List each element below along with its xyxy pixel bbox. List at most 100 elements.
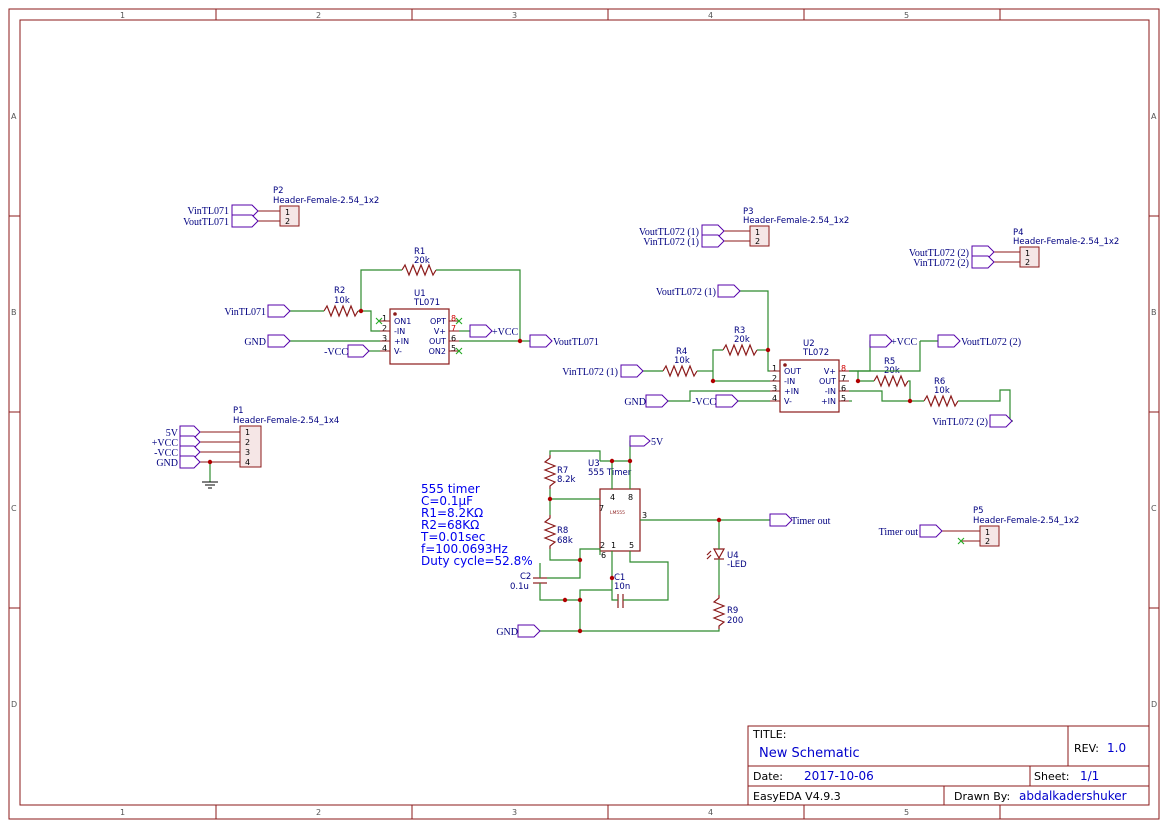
- net-port: [179, 455, 201, 469]
- net-port: [971, 255, 995, 269]
- net-label: -VCC: [324, 347, 348, 358]
- resistor-r2[interactable]: R2 10k: [323, 286, 359, 318]
- net-label: Timer out: [791, 516, 831, 527]
- net-label: VoutTL072 (1): [639, 227, 699, 238]
- u1-pin-num: 8: [451, 314, 456, 323]
- u1-pin-num: 3: [382, 334, 387, 343]
- tool-version: EasyEDA V4.9.3: [753, 790, 841, 803]
- timer-u3[interactable]: U3 555 Timer 4 8 7 6 3 2 1 5 LM555: [588, 459, 647, 560]
- u2-pin-num: 1: [772, 364, 777, 373]
- p1-pin: 4: [245, 458, 250, 467]
- net-label: GND: [496, 627, 518, 638]
- note-line: f=100.0693Hz: [421, 542, 508, 556]
- net-label: VinTL072 (1): [562, 367, 618, 378]
- u1-pin-num: 5: [451, 344, 456, 353]
- p3-pin: 2: [755, 237, 760, 246]
- opamp-u2[interactable]: U2 TL072 OUT -IN +IN V- V+ OUT -IN +IN 1…: [770, 339, 849, 413]
- header-p3[interactable]: P3 Header-Female-2.54_1x2 1 2 VoutTL072 …: [639, 207, 849, 248]
- u1-pin-label: +IN: [394, 337, 409, 346]
- net-label: VinTL072 (1): [643, 237, 699, 248]
- row-label: A: [1151, 112, 1157, 121]
- column-label: 5: [904, 808, 909, 817]
- resistor-r7[interactable]: R7 8.2k: [543, 455, 576, 489]
- u2-pin-label: +IN: [821, 397, 836, 406]
- u2-pin-num: 5: [841, 394, 846, 403]
- note-line: 555 timer: [421, 482, 480, 496]
- u2-pin-num: 4: [772, 394, 777, 403]
- resistor-r6[interactable]: R6 10k: [923, 377, 959, 408]
- opamp-u1[interactable]: U1 TL071 ON1 -IN +IN V- OPT V+ OUT ON2 1…: [375, 289, 463, 365]
- note-line: C=0.1µF: [421, 494, 473, 508]
- net-label: VoutTL072 (2): [961, 337, 1021, 348]
- net-label: VinTL072 (2): [932, 417, 988, 428]
- header-p5[interactable]: P5 Header-Female-2.54_1x2 1 2 Timer out: [879, 506, 1080, 547]
- r2-ref: R2: [334, 286, 345, 296]
- drawn-by-label: Drawn By:: [954, 790, 1010, 803]
- sheet-value: 1/1: [1080, 769, 1099, 783]
- net-port: [701, 234, 725, 248]
- u3-pin-num: 2: [600, 541, 605, 550]
- p4-value: Header-Female-2.54_1x2: [1013, 237, 1119, 247]
- p1-pin: 1: [245, 428, 250, 437]
- u3-pin-num: 6: [601, 551, 606, 560]
- net-label: +VCC: [891, 337, 918, 348]
- net-label: VoutTL072 (1): [656, 287, 716, 298]
- column-labels-bottom: 1 2 3 4 5: [120, 808, 909, 817]
- u2-pin-label: OUT: [784, 367, 801, 376]
- p1-ref: P1: [233, 406, 244, 416]
- title-block: TITLE: New Schematic REV: 1.0 Date: 2017…: [747, 725, 1150, 806]
- net-label: VinTL072 (2): [913, 258, 969, 269]
- resistor-r8[interactable]: R8 68k: [543, 515, 573, 549]
- c2-value: 0.1u: [510, 582, 529, 592]
- r8-value: 68k: [557, 536, 573, 546]
- column-label: 4: [708, 11, 713, 20]
- resistor-r1[interactable]: R1 20k: [401, 247, 437, 277]
- u1-pin-label: OPT: [430, 317, 446, 326]
- capacitor-c1[interactable]: C1 10n: [614, 573, 630, 608]
- net-port: [231, 214, 259, 228]
- r8-ref: R8: [557, 526, 568, 536]
- row-label: C: [1151, 504, 1157, 513]
- u2-ref: U2: [803, 339, 815, 349]
- net-label: VoutTL071: [553, 337, 599, 348]
- resistor-r9[interactable]: R9 200: [712, 595, 743, 629]
- resistor-r3[interactable]: R3 20k: [722, 326, 758, 357]
- sheet-label: Sheet:: [1034, 770, 1070, 783]
- net-port: [919, 524, 943, 538]
- u1-pin-num: 2: [382, 324, 387, 333]
- sheet-frame: [8, 8, 1160, 820]
- timer-net-ports: 5V Timer out GND: [496, 435, 831, 638]
- header-p4[interactable]: P4 Header-Female-2.54_1x2 1 2 VoutTL072 …: [909, 228, 1119, 269]
- u1-pin-num: 7: [451, 324, 456, 333]
- p1-pin: 3: [245, 448, 250, 457]
- resistor-r4[interactable]: R4 10k: [662, 347, 698, 378]
- r2-value: 10k: [334, 296, 350, 306]
- c1-ref: C1: [614, 573, 625, 583]
- rev-label: REV:: [1074, 742, 1099, 755]
- p5-value: Header-Female-2.54_1x2: [973, 516, 1079, 526]
- p3-pin: 1: [755, 228, 760, 237]
- header-p1[interactable]: P1 Header-Female-2.54_1x4 1 2 3 4 5V +VC…: [152, 406, 340, 489]
- note-line: R2=68KΩ: [421, 518, 479, 532]
- u3-pin-num: 1: [611, 541, 616, 550]
- note-line: T=0.01sec: [420, 530, 485, 544]
- column-label: 1: [120, 808, 125, 817]
- capacitor-c2[interactable]: C2 0.1u: [510, 572, 547, 592]
- p2-ref: P2: [273, 186, 284, 196]
- u3-pin-num: 3: [642, 511, 647, 520]
- u2-pin-num: 8: [841, 364, 846, 373]
- net-label: VinTL071: [224, 307, 266, 318]
- timer-wiring: [539, 440, 770, 634]
- p5-pin: 2: [985, 537, 990, 546]
- u1-net-ports: VinTL071 GND -VCC +VCC VoutTL071: [224, 304, 599, 358]
- p4-pin: 1: [1025, 249, 1030, 258]
- note-line: R1=8.2KΩ: [421, 506, 483, 520]
- row-label: C: [11, 504, 17, 513]
- p4-pin: 2: [1025, 258, 1030, 267]
- header-p2[interactable]: P2 Header-Female-2.54_1x2 1 2 VinTL071 V…: [183, 186, 379, 228]
- net-label: Timer out: [879, 527, 919, 538]
- u3-pin-num: 7: [599, 504, 604, 513]
- net-label: GND: [244, 337, 266, 348]
- led-u4[interactable]: U4 -LED: [706, 548, 747, 570]
